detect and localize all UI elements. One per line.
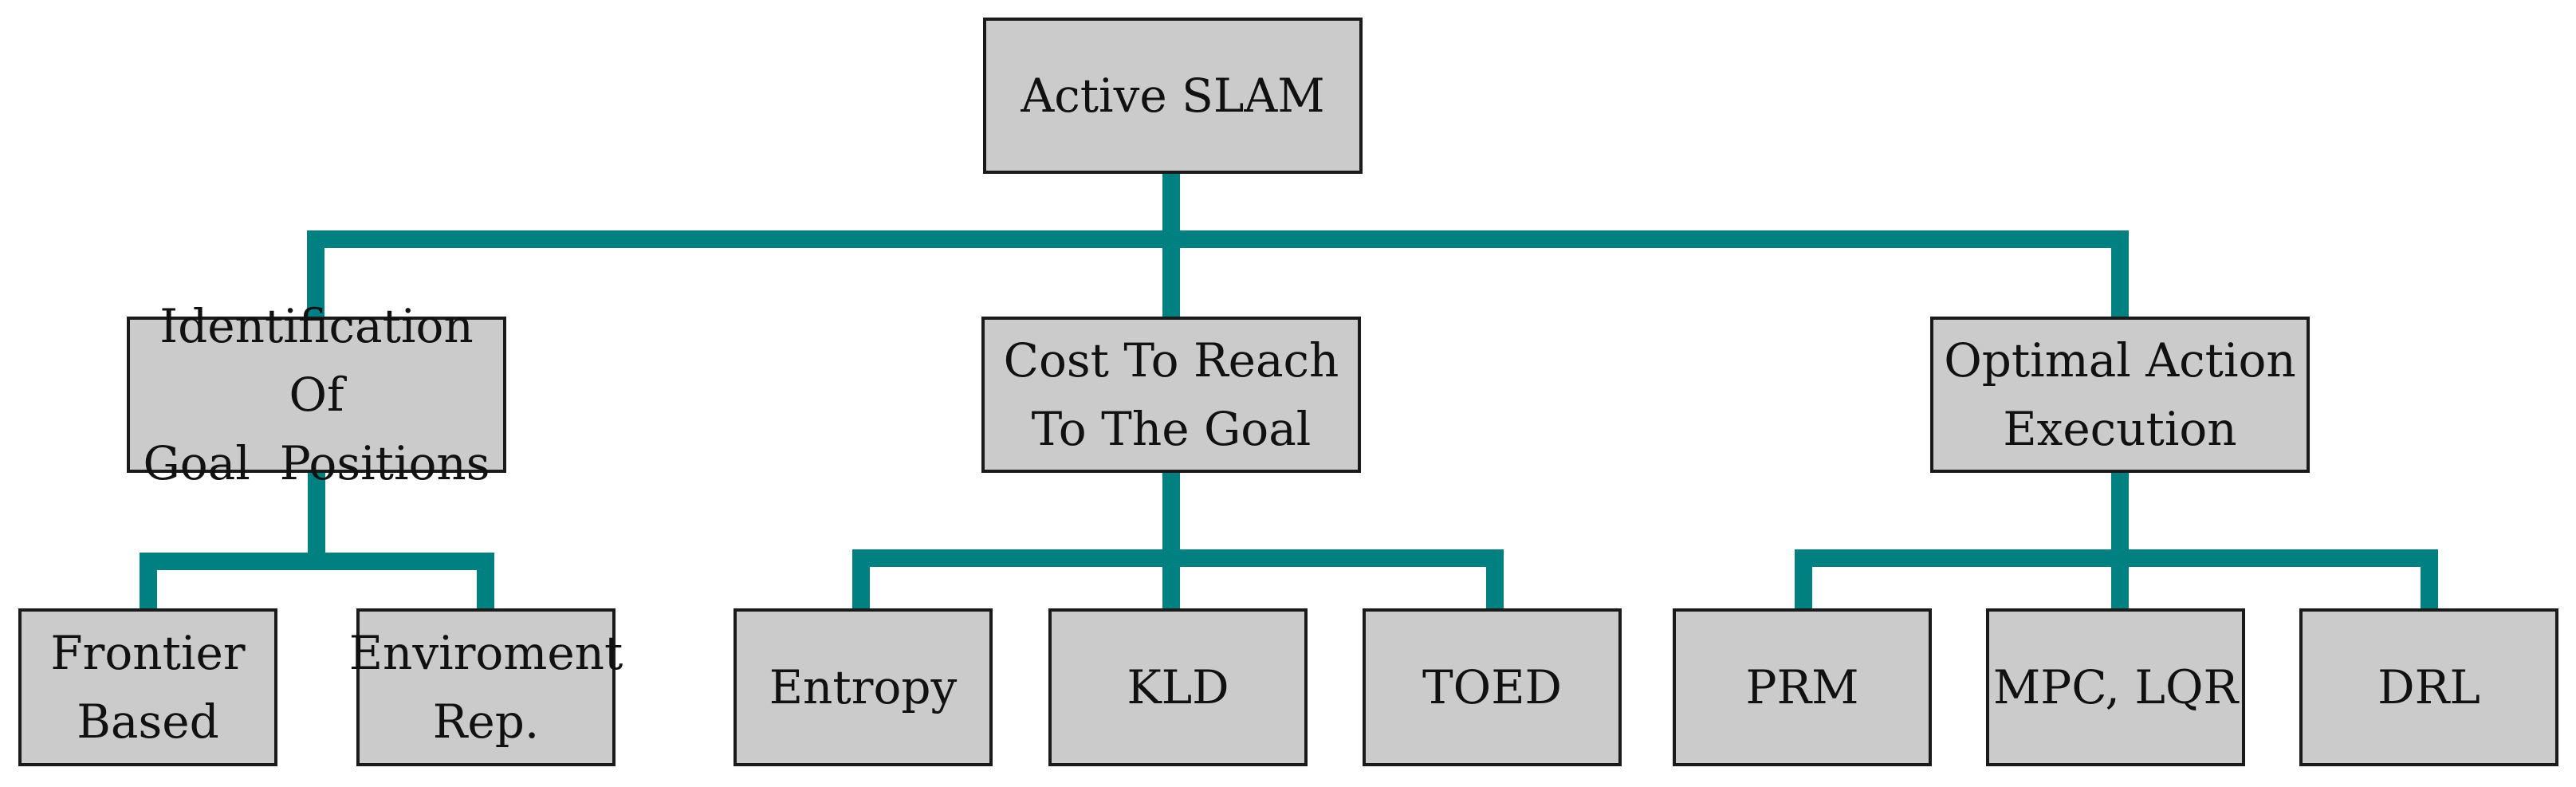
connector-cost-bus xyxy=(852,549,1504,608)
root-node-active-slam: Active SLAM xyxy=(983,18,1363,174)
leaf-node-frontier-based: Frontier Based xyxy=(18,608,277,766)
leaf-node-label: MPC, LQR xyxy=(1992,660,2239,714)
leaf-node-drl: DRL xyxy=(2299,608,2558,766)
leaf-node-label: PRM xyxy=(1745,660,1859,714)
leaf-node-label: Enviroment Rep. xyxy=(348,626,623,749)
leaf-node-entropy: Entropy xyxy=(733,608,993,766)
connector-opt-bus xyxy=(1795,549,2438,608)
category-node-label: Cost To Reach To The Goal xyxy=(1003,333,1339,456)
leaf-node-prm: PRM xyxy=(1673,608,1932,766)
leaf-node-mpc-lqr: MPC, LQR xyxy=(1986,608,2245,766)
connector-top-bus xyxy=(307,230,2129,317)
category-node-label: Identification Of Goal Positions xyxy=(143,299,490,490)
leaf-node-label: Entropy xyxy=(769,660,958,714)
leaf-node-label: KLD xyxy=(1127,660,1229,714)
leaf-node-kld: KLD xyxy=(1048,608,1308,766)
root-node-label: Active SLAM xyxy=(1021,69,1325,123)
connector-goal-bus xyxy=(140,553,494,608)
category-node-label: Optimal Action Execution xyxy=(1944,333,2296,456)
leaf-node-toed: TOED xyxy=(1363,608,1622,766)
leaf-node-environment-rep: Enviroment Rep. xyxy=(349,608,623,766)
leaf-node-label: DRL xyxy=(2377,660,2480,714)
category-node-goal-identification: Identification Of Goal Positions xyxy=(127,299,506,490)
leaf-node-label: TOED xyxy=(1422,660,1563,714)
category-node-cost-to-reach: Cost To Reach To The Goal xyxy=(981,317,1361,473)
leaf-node-label: Frontier Based xyxy=(50,626,246,749)
category-node-optimal-action: Optimal Action Execution xyxy=(1930,317,2310,473)
